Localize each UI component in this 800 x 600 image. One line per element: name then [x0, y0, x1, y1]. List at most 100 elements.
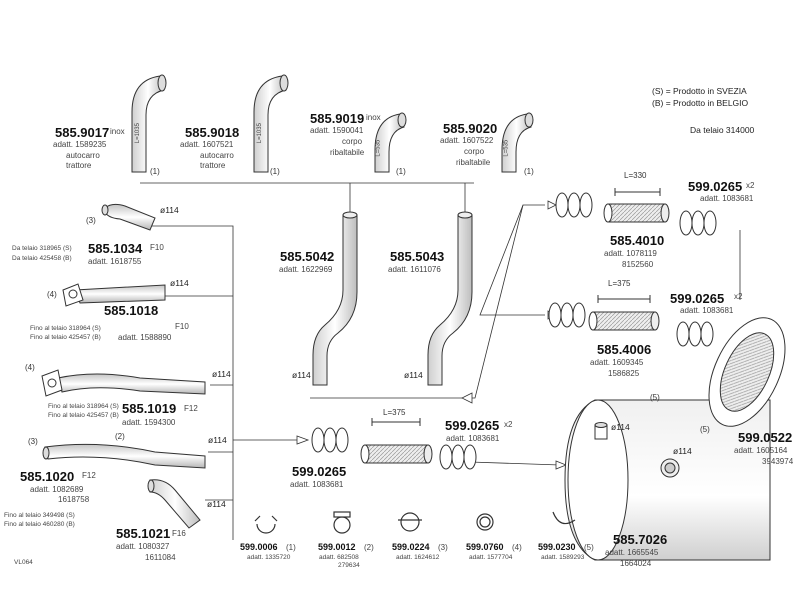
part-diameter: ø114 — [212, 369, 231, 379]
part-adatt: adatt. 1618755 — [88, 257, 142, 266]
clamp-mult: x2 — [734, 292, 743, 301]
part-diameter: ø114 — [160, 205, 179, 215]
muffler-adatt: 1664024 — [620, 559, 652, 568]
part-suffix: F16 — [172, 529, 186, 538]
part-adatt: adatt. 1577704 — [469, 554, 513, 561]
muffler-code: 585.7026 — [613, 532, 668, 547]
part-code: 585.9020 — [443, 121, 498, 136]
stack-pipes — [131, 74, 534, 173]
part-qty: (3) — [28, 437, 38, 446]
part-adatt: adatt. 1082689 — [30, 485, 84, 494]
bend-adatt: adatt. 1611076 — [388, 265, 441, 274]
left-pipes — [41, 203, 206, 529]
part-length: L=535 — [375, 139, 382, 157]
hose-length: L=375 — [383, 408, 406, 417]
part-length: L=535 — [503, 139, 510, 157]
flex-hoses — [360, 188, 670, 464]
grille-adatt: adatt. 1605164 — [734, 446, 788, 455]
hose-code: 585.4006 — [597, 342, 652, 357]
frame-note: Da telaio 314000 — [690, 125, 755, 135]
clamp-adatt: adatt. 1083681 — [446, 434, 500, 443]
part-diameter: ø114 — [208, 435, 227, 445]
clamp-code: 599.0265 — [670, 291, 725, 306]
bend-pipes — [312, 211, 473, 386]
part-adatt: adatt. 1607521 — [180, 140, 234, 149]
part-desc: corpo — [342, 137, 363, 146]
hose-code: 585.4010 — [610, 233, 665, 248]
bend-diameter: ø114 — [292, 370, 311, 380]
part-code: 599.0224 — [392, 542, 430, 552]
part-code: 599.0006 — [240, 542, 278, 552]
frame-note: Fino al telaio 425457 (B) — [48, 412, 119, 419]
part-suffix: F10 — [175, 322, 189, 331]
part-length: L=1035 — [134, 123, 141, 144]
clamp-code: 599.0265 — [445, 418, 500, 433]
part-qty: (1) — [524, 167, 534, 176]
part-qty: (3) — [438, 543, 448, 552]
part-desc: trattore — [200, 161, 226, 170]
part-length: L=1035 — [256, 123, 263, 144]
part-qty: (2) — [364, 543, 374, 552]
footer-code: VL064 — [14, 559, 33, 566]
hose-length: L=330 — [624, 171, 647, 180]
frame-note: Fino al telaio 318964 (S) — [48, 403, 119, 410]
hose-adatt: 1586825 — [608, 369, 640, 378]
part-qty: (5) — [584, 543, 594, 552]
grille-code: 599.0522 — [738, 430, 793, 445]
muffler-diameter: ø114 — [611, 422, 630, 432]
part-code: 585.1020 — [20, 469, 75, 484]
part-code: 585.9018 — [185, 125, 240, 140]
bend-code: 585.5042 — [280, 249, 335, 264]
hose-length: L=375 — [608, 279, 631, 288]
part-adatt: 279634 — [338, 562, 360, 569]
clamp-mult: x2 — [504, 420, 513, 429]
part-code: 585.1021 — [116, 526, 171, 541]
bend-diameter: ø114 — [404, 370, 423, 380]
clamp-mult: x2 — [746, 181, 755, 190]
part-adatt: adatt. 682508 — [319, 554, 359, 561]
frame-note: Fino al telaio 425457 (B) — [30, 334, 101, 341]
part-note: inox — [110, 127, 125, 136]
legend-sweden: (S) = Prodotto in SVEZIA — [652, 86, 747, 96]
part-diameter: ø114 — [170, 278, 189, 288]
legend-belgium: (B) = Prodotto in BELGIO — [652, 98, 749, 108]
part-qty: (4) — [512, 543, 522, 552]
clamp-code: 599.0265 — [292, 464, 347, 479]
bend-adatt: adatt. 1622969 — [279, 265, 333, 274]
frame-note: Fino al telaio 349498 (S) — [4, 512, 75, 519]
hose-adatt: 8152560 — [622, 260, 654, 269]
part-desc: ribaltabile — [456, 158, 491, 167]
part-adatt: 1618758 — [58, 495, 90, 504]
part-adatt: adatt. 1607522 — [440, 136, 494, 145]
part-code: 599.0230 — [538, 542, 576, 552]
part-adatt: adatt. 1589235 — [53, 140, 107, 149]
clamp-adatt: adatt. 1083681 — [680, 306, 734, 315]
part-desc: autocarro — [200, 151, 234, 160]
clamp-adatt: adatt. 1083681 — [290, 480, 344, 489]
grille-disc — [708, 317, 786, 427]
part-suffix: F12 — [82, 471, 96, 480]
part-code: 585.1018 — [104, 303, 159, 318]
small-parts — [254, 511, 576, 534]
part-adatt: adatt. 1335720 — [247, 554, 291, 561]
part-code: 599.0012 — [318, 542, 356, 552]
hose-adatt: adatt. 1078119 — [604, 249, 657, 258]
part-note: inox — [366, 113, 381, 122]
part-desc: ribaltabile — [330, 148, 365, 157]
part-adatt: adatt. 1588890 — [118, 333, 172, 342]
part-code: 585.9017 — [55, 125, 110, 140]
bend-code: 585.5043 — [390, 249, 445, 264]
part-qty: (2) — [115, 432, 125, 441]
frame-note: Fino al telaio 318964 (S) — [30, 325, 101, 332]
part-adatt: adatt. 1594300 — [122, 418, 176, 427]
muffler — [564, 399, 771, 561]
muffler-adatt: adatt. 1665545 — [605, 548, 659, 557]
part-qty: (1) — [286, 543, 296, 552]
part-code: 585.9019 — [310, 111, 365, 126]
clamps — [311, 192, 717, 470]
clamp-adatt: adatt. 1083681 — [700, 194, 754, 203]
muffler-qty: (5) — [700, 425, 710, 434]
part-code: 585.1019 — [122, 401, 177, 416]
part-desc: autocarro — [66, 151, 100, 160]
part-suffix: F10 — [150, 243, 164, 252]
